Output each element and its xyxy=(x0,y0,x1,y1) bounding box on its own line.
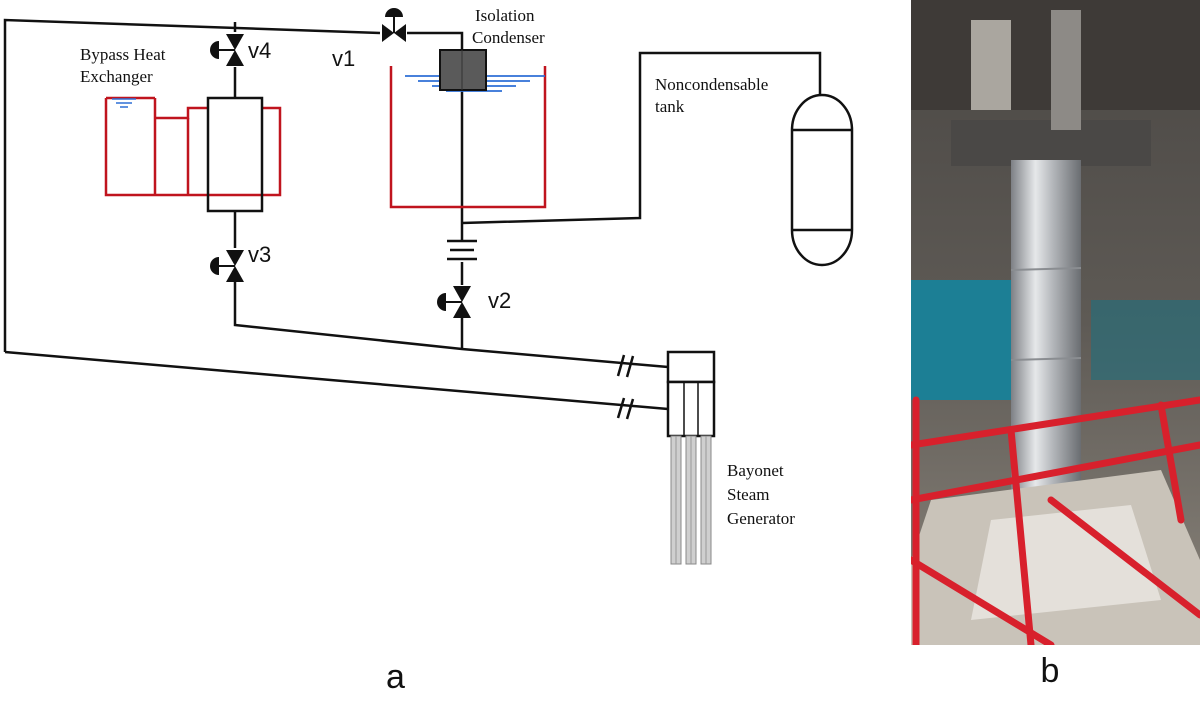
flange xyxy=(447,239,477,261)
schematic-diagram: Bypass Heat Exchanger Isolation Condense… xyxy=(3,6,854,696)
piping xyxy=(3,18,822,420)
valve-v2-icon xyxy=(437,286,471,318)
facility-photo xyxy=(911,0,1200,645)
noncondensable-tank-label-line2: tank xyxy=(655,97,685,116)
valve-v3-icon xyxy=(210,250,244,282)
bayonet-steam-generator-label-line3: Generator xyxy=(727,509,795,528)
bypass-heat-exchanger-label-line2: Exchanger xyxy=(80,67,153,86)
bayonet-steam-generator-label-line2: Steam xyxy=(727,485,770,504)
water-level-icon xyxy=(112,98,136,108)
isolation-condenser-label-line1: Isolation xyxy=(475,6,535,25)
valve-v1-icon xyxy=(382,8,406,42)
panel-a-label: a xyxy=(386,658,405,696)
valve-v3-label: v3 xyxy=(248,242,271,267)
valve-v2-label: v2 xyxy=(488,288,511,313)
bypass-heat-exchanger xyxy=(104,96,282,213)
panel-b-label: b xyxy=(1040,652,1060,690)
condenser-bundle xyxy=(439,49,487,91)
red-railing xyxy=(911,396,1200,645)
isolation-condenser xyxy=(389,49,547,209)
noncondensable-tank-label-line1: Noncondensable xyxy=(655,75,768,94)
noncondensable-tank xyxy=(790,93,854,267)
bayonet-steam-generator-label-line1: Bayonet xyxy=(727,461,784,480)
valve-v1-label: v1 xyxy=(332,46,355,71)
valve-v4-label: v4 xyxy=(248,38,271,63)
isolation-condenser-label-line2: Condenser xyxy=(472,28,545,47)
bayonet-steam-generator xyxy=(666,350,716,565)
bypass-heat-exchanger-label-line1: Bypass Heat xyxy=(80,45,166,64)
valve-v4-icon xyxy=(210,34,244,66)
